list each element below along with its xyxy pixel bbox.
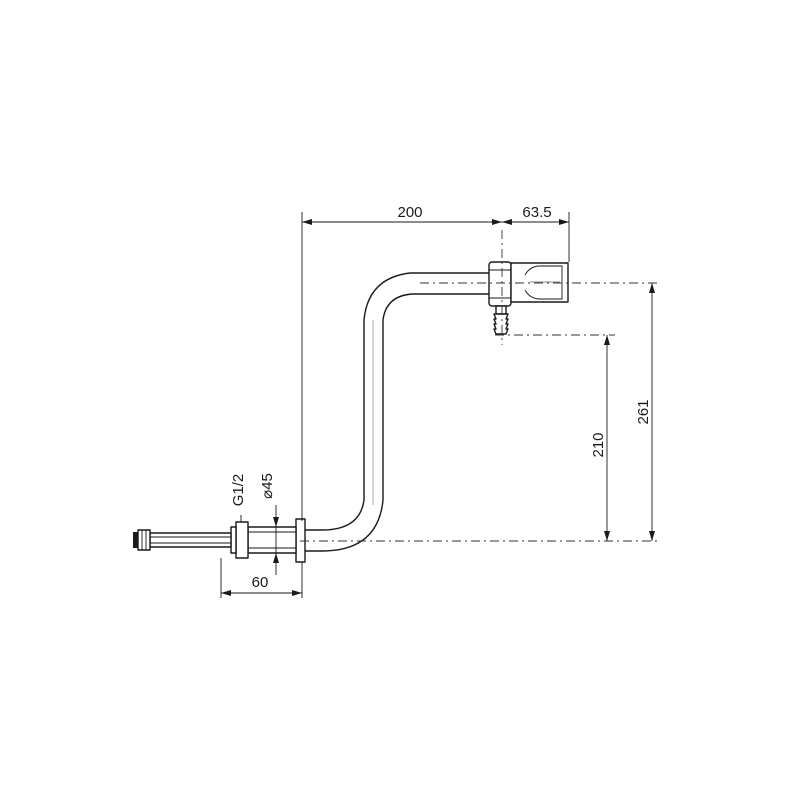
thread-label: G1/2 (230, 474, 247, 507)
wall-fitting (133, 518, 306, 563)
dim-200-label: 200 (397, 204, 422, 221)
dim-diameter-label: ⌀45 (259, 473, 276, 499)
lock-nut (235, 521, 249, 559)
dim-210-label: 210 (590, 432, 607, 457)
wall-flange (295, 518, 306, 563)
dim-261-label: 261 (635, 399, 652, 424)
valve-body (488, 261, 512, 307)
dimension-210: 210 (590, 335, 610, 541)
valve-knob (510, 262, 569, 303)
thread-tip (133, 532, 138, 548)
valve-head (488, 261, 569, 335)
thread-callout: G1/2 (230, 474, 247, 522)
end-connector (137, 529, 151, 551)
washer (230, 526, 237, 554)
gooseneck-pipe (304, 272, 494, 552)
flange-sleeve (247, 526, 297, 554)
dimension-diameter-45: ⌀45 (259, 473, 279, 575)
dim-63-5-label: 63.5 (522, 204, 551, 221)
dim-60-label: 60 (252, 574, 269, 591)
hose-barb-nozzle (493, 305, 509, 335)
dimension-60: 60 (220, 558, 303, 598)
center-lines (300, 230, 660, 542)
threaded-rod (149, 532, 232, 548)
dimension-top: 200 63.5 (301, 204, 570, 521)
dimension-261: 261 (635, 283, 655, 541)
